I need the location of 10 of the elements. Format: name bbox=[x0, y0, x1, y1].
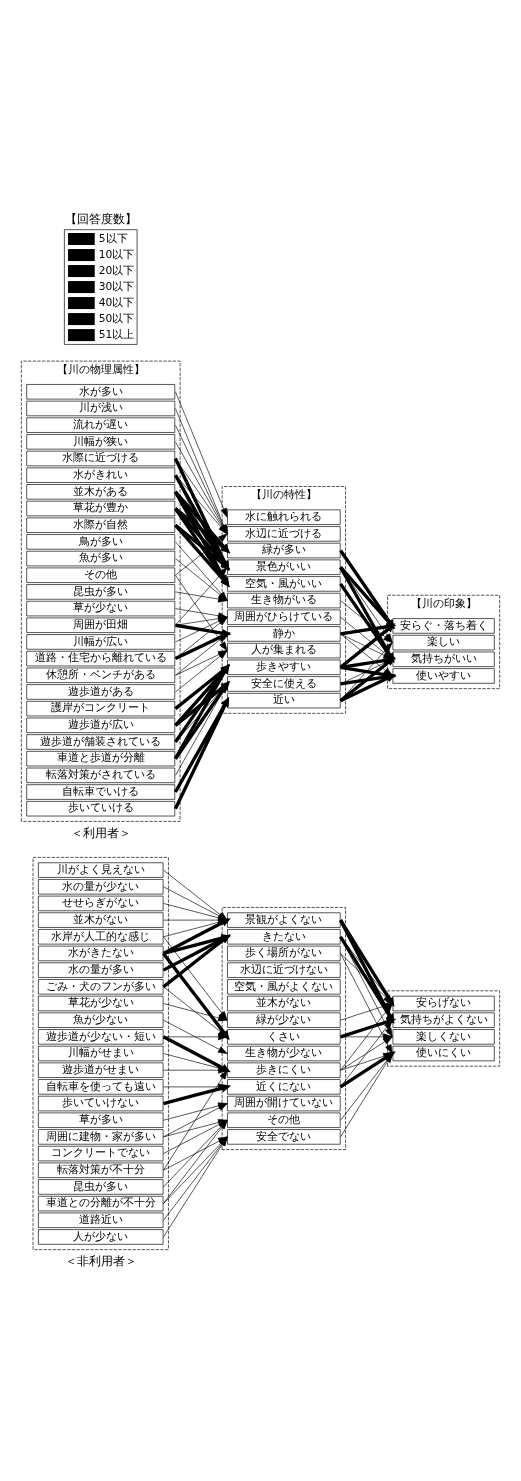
legend-label: 10以下 bbox=[98, 247, 135, 261]
legend-label: 40以下 bbox=[98, 295, 135, 309]
legend-label: 50以下 bbox=[98, 311, 135, 325]
label: ＜非利用者＞ bbox=[64, 1253, 137, 1268]
label: ＜利用者＞ bbox=[70, 825, 131, 840]
legend-label: 5以下 bbox=[98, 231, 128, 245]
legend-label: 51以上 bbox=[98, 327, 135, 341]
legend-label: 30以下 bbox=[98, 279, 135, 293]
label: 【回答度数】 bbox=[64, 211, 137, 226]
legend-label: 20以下 bbox=[98, 263, 135, 277]
